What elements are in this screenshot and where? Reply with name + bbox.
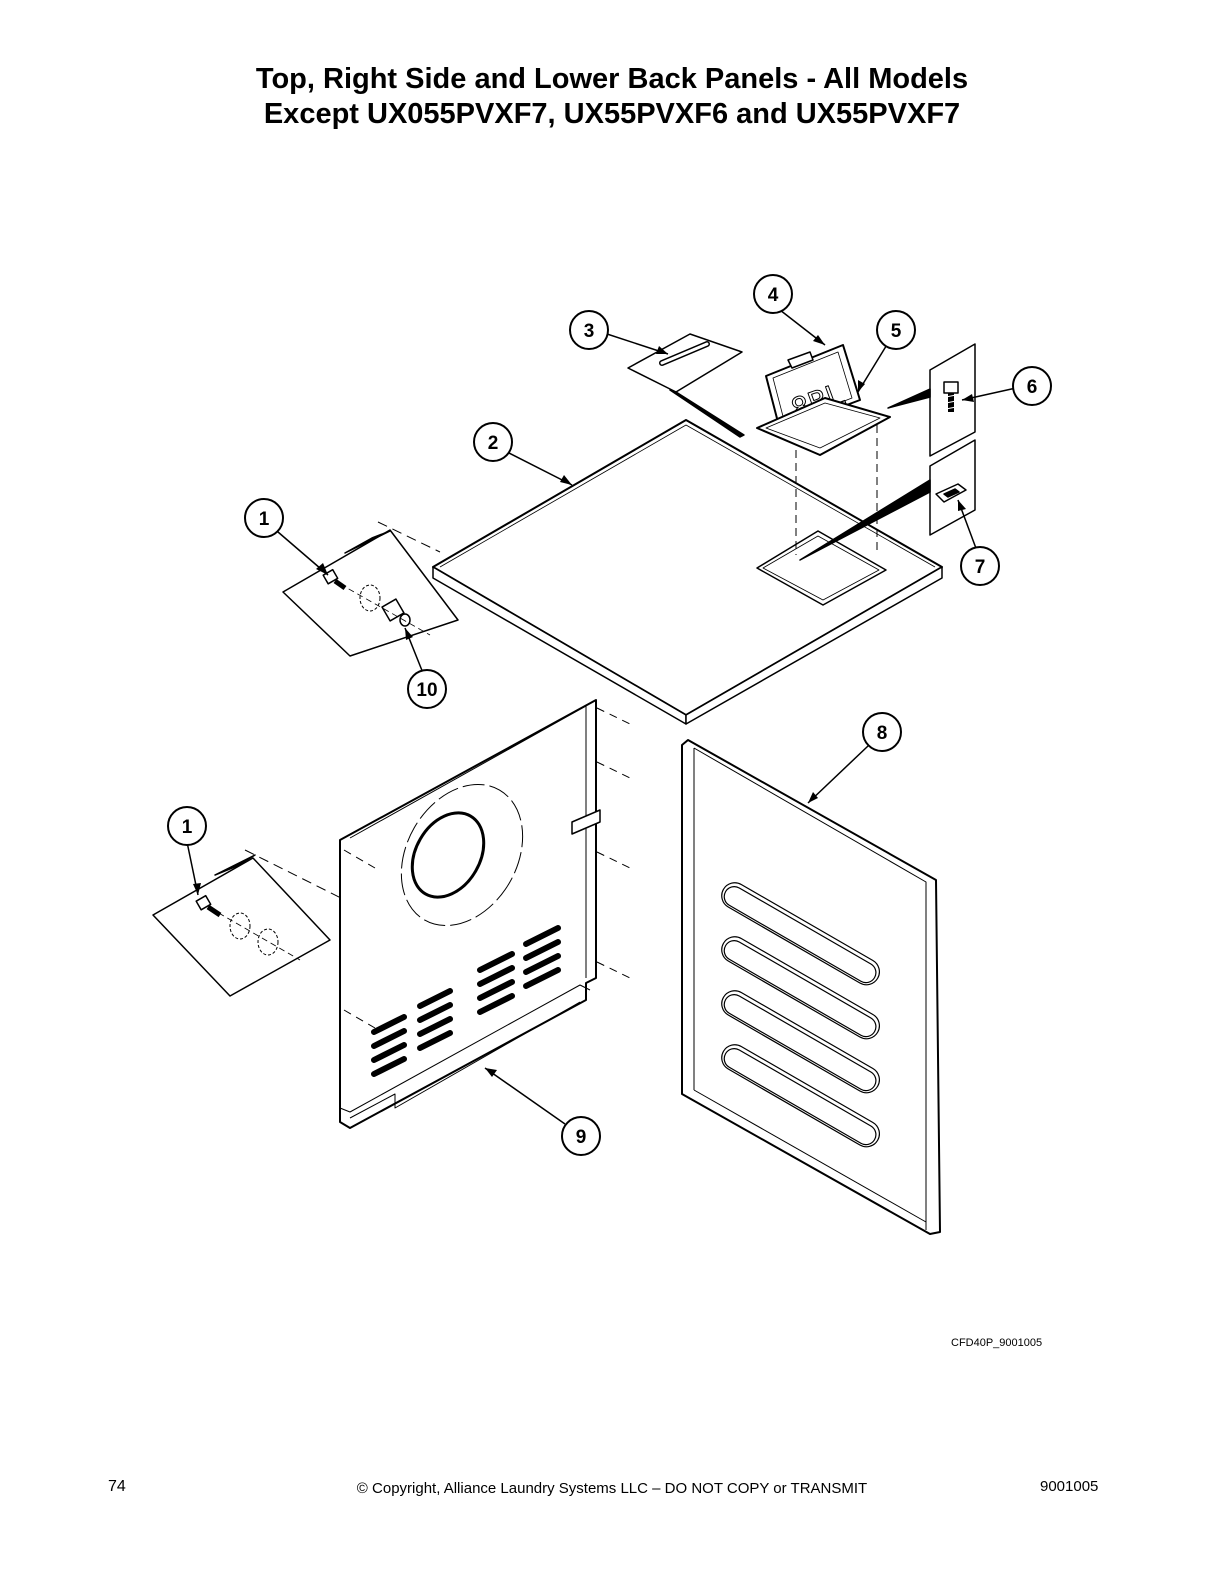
top-panel (432, 419, 943, 725)
callout-5-label: 5 (891, 321, 902, 342)
callout-2: 2 (473, 422, 513, 462)
callout-1-upper: 1 (244, 498, 284, 538)
callout-1-lower: 1 (167, 806, 207, 846)
callout-3: 3 (569, 310, 609, 350)
callout-4: 4 (753, 274, 793, 314)
callout-2-label: 2 (488, 433, 499, 454)
title-line-2: Except UX055PVXF7, UX55PVXF6 and UX55PVX… (263, 98, 961, 130)
callout-6-label: 6 (1027, 377, 1038, 398)
callout-1-upper-label: 1 (259, 509, 270, 530)
callout-5: 5 (876, 310, 916, 350)
callout-7: 7 (960, 546, 1000, 586)
right-side-panel (681, 739, 941, 1235)
detail-box-screw (887, 343, 976, 457)
title-line-1: Top, Right Side and Lower Back Panels - … (255, 63, 969, 95)
leader-arrowheads (193, 335, 974, 1077)
page-title: Top, Right Side and Lower Back Panels - … (0, 62, 1224, 132)
detail-box-clip (799, 439, 976, 561)
callout-9: 9 (561, 1116, 601, 1156)
drawing-code: CFD40P_9001005 (951, 1337, 1043, 1349)
detail-box-hardware-upper (282, 521, 459, 657)
callout-3-label: 3 (584, 321, 595, 342)
document-number: 9001005 (1040, 1478, 1099, 1495)
copyright-notice: © Copyright, Alliance Laundry Systems LL… (356, 1480, 868, 1497)
page-number: 74 (108, 1478, 126, 1495)
embossed-ribs (721, 882, 880, 1148)
callout-9-label: 9 (576, 1127, 587, 1148)
lower-back-panel (339, 699, 631, 1129)
callout-1-lower-label: 1 (182, 817, 193, 838)
control-overlay-part (627, 333, 745, 438)
callout-7-label: 7 (975, 557, 986, 578)
callout-4-label: 4 (768, 285, 779, 306)
callout-10: 10 (407, 669, 447, 709)
callout-8-label: 8 (877, 723, 888, 744)
vent-slots (371, 925, 561, 1077)
control-housing-part: 8BL (756, 344, 891, 555)
callout-6: 6 (1012, 366, 1052, 406)
callout-8: 8 (862, 712, 902, 752)
callout-10-label: 10 (416, 680, 437, 701)
